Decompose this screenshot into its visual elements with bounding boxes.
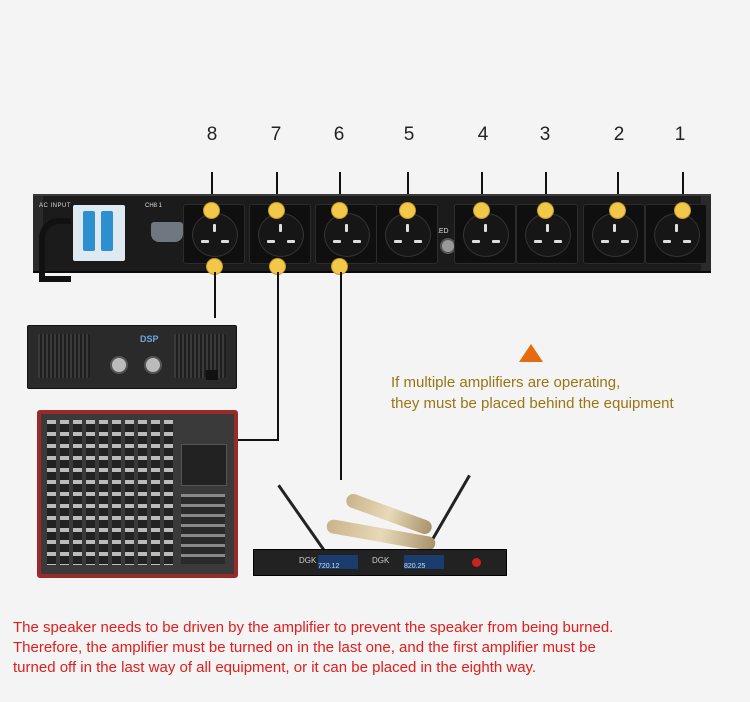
- circuit-breaker[interactable]: [73, 205, 125, 261]
- receiver-brand-left: DGK: [299, 556, 317, 565]
- ac-input-label: AC INPUT: [39, 203, 72, 209]
- power-sequencer-panel: AC INPUT CH8 1 LED: [33, 194, 711, 282]
- connector-line-1: [682, 172, 684, 210]
- footer-text-line2: Therefore, the amplifier must be turned …: [13, 639, 596, 656]
- rack-ear-left: [33, 196, 43, 271]
- footer-text-line1: The speaker needs to be driven by the am…: [13, 619, 614, 636]
- marker-dot-4-top: [474, 203, 489, 218]
- outlet-socket-1: [645, 204, 707, 264]
- connector-line-8: [211, 172, 213, 210]
- connector-line-2: [617, 172, 619, 210]
- warning-triangle-icon: [519, 344, 543, 362]
- outlet-socket-8: [183, 204, 245, 264]
- connector-line-4: [481, 172, 483, 210]
- outlet-number-5: 5: [403, 124, 415, 145]
- marker-dot-7-top: [269, 203, 284, 218]
- receiver-screen-b: 820.25: [404, 563, 426, 570]
- outlet-number-4: 4: [477, 124, 489, 145]
- marker-dot-6-bottom: [332, 259, 347, 274]
- marker-dot-1-top: [675, 203, 690, 218]
- warning-note-line1: If multiple amplifiers are operating,: [391, 374, 621, 391]
- outlet-number-1: 1: [674, 124, 686, 145]
- connector-line-7: [276, 172, 278, 210]
- led-label: LED: [435, 228, 449, 235]
- audio-mixer: [37, 410, 238, 578]
- connector-line-5: [407, 172, 409, 210]
- outlet-number-6: 6: [333, 124, 345, 145]
- marker-dot-6-top: [332, 203, 347, 218]
- antenna-right: [428, 474, 471, 546]
- receiver-brand-center: DGK: [372, 556, 390, 565]
- receiver-connector-line: [340, 272, 342, 480]
- outlet-number-8: 8: [206, 124, 218, 145]
- outlet-number-3: 3: [539, 124, 551, 145]
- connector-line-6: [339, 172, 341, 210]
- mixer-connector-line: [277, 272, 279, 440]
- mixer-connector-horizontal: [232, 439, 279, 441]
- warning-note-line2: they must be placed behind the equipment: [391, 395, 674, 412]
- outlet-number-2: 2: [613, 124, 625, 145]
- wireless-receiver: DGK 720.12 DGK 820.25: [253, 549, 507, 576]
- connector-line-3: [545, 172, 547, 210]
- marker-dot-8-top: [204, 203, 219, 218]
- antenna-left: [277, 484, 326, 552]
- amp-connector-line: [214, 272, 216, 318]
- power-amplifier: DSP: [27, 325, 237, 389]
- outlet-number-7: 7: [270, 124, 282, 145]
- amplifier-brand: DSP: [140, 334, 159, 344]
- serial-port: [151, 222, 183, 242]
- marker-dot-8-bottom: [207, 259, 222, 274]
- outlet-socket-2: [583, 204, 645, 264]
- marker-dot-2-top: [610, 203, 625, 218]
- power-cable: [39, 218, 71, 282]
- footer-text-line3: turned off in the last way of all equipm…: [13, 659, 537, 676]
- receiver-screen-a: 720.12: [318, 563, 340, 570]
- channel-label: CH8 1: [145, 203, 163, 209]
- marker-dot-3-top: [538, 203, 553, 218]
- marker-dot-5-top: [400, 203, 415, 218]
- marker-dot-7-bottom: [270, 259, 285, 274]
